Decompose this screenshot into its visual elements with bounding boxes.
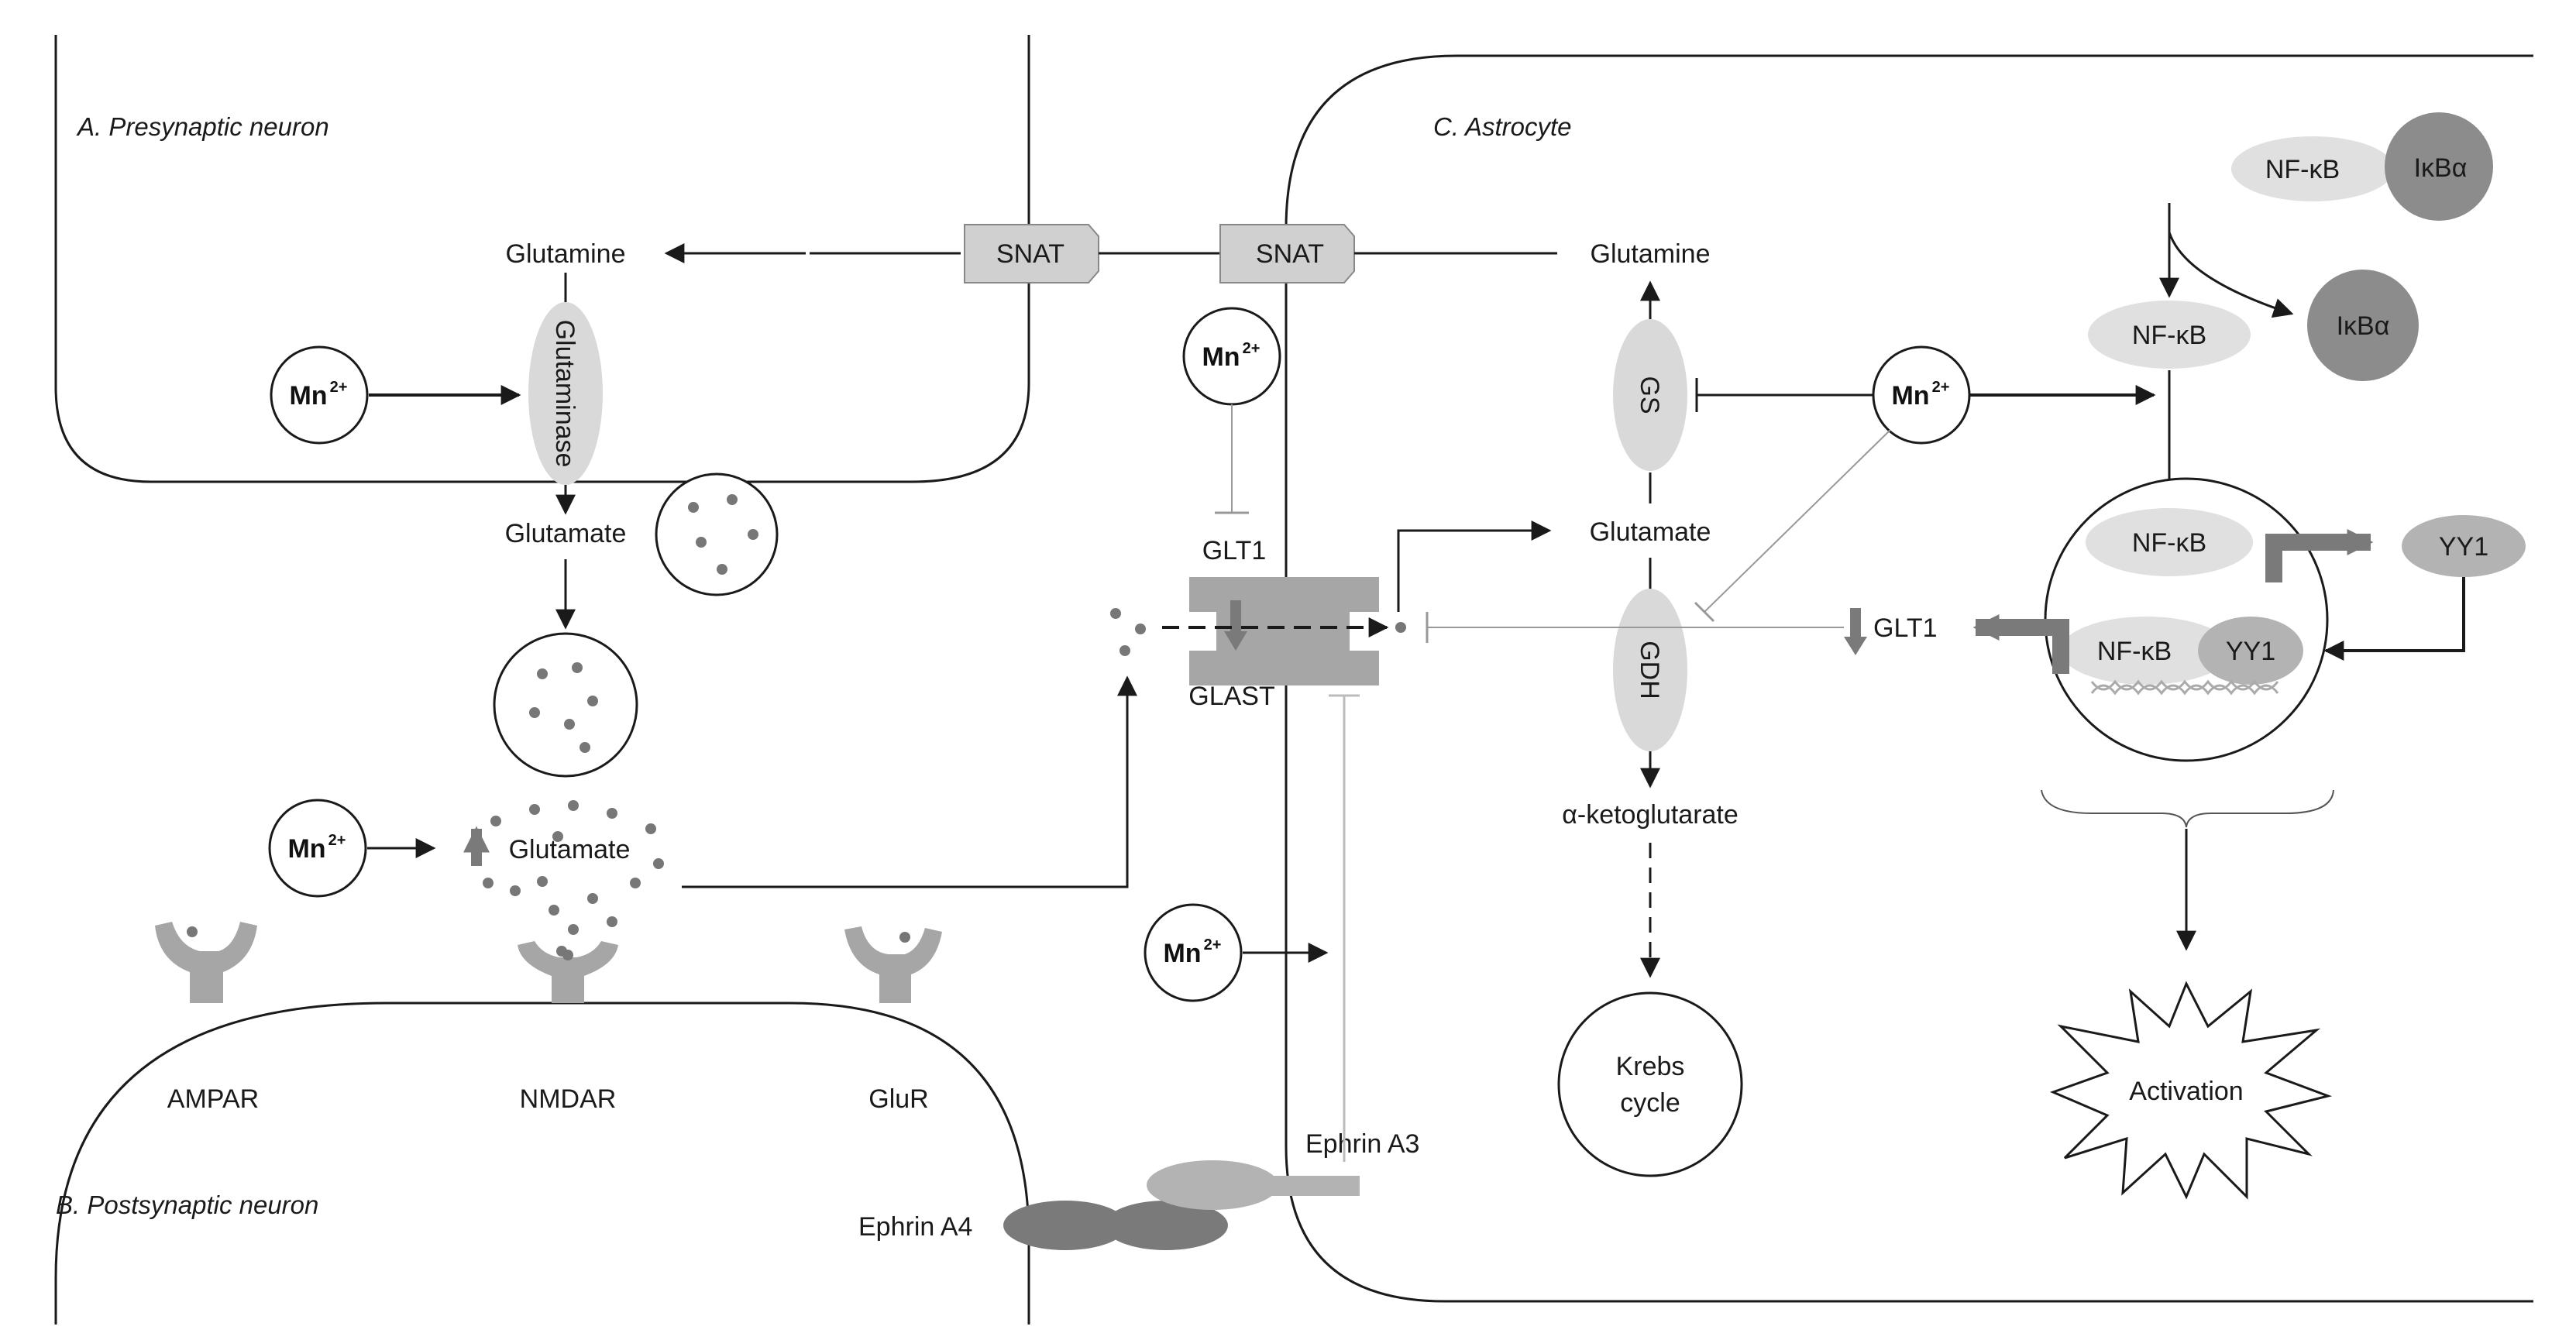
nmdar-label: NMDAR — [520, 1084, 617, 1114]
krebs-cycle: Krebs cycle — [1557, 991, 1743, 1177]
nfkb-nuclear — [2086, 508, 2253, 576]
snat-transporter-left: SNAT — [810, 224, 1099, 283]
yy1-to-nucleus-arrow — [2323, 577, 2465, 661]
synaptic-vesicle-filled — [655, 472, 779, 596]
glutamate-to-transporter-arrow — [682, 675, 1137, 888]
postsynaptic-neuron-membrane — [54, 1002, 1030, 1325]
activation-starburst — [2049, 981, 2333, 1200]
yy1-represses-glt1-arrow — [1972, 614, 2069, 674]
astrocyte-membrane — [1285, 54, 2533, 1303]
gs-enzyme: GS — [1613, 319, 1687, 471]
snat-transporter-right: SNAT — [1219, 224, 1355, 283]
nfkb-free — [2088, 301, 2251, 369]
svg-text:Mn: Mn — [289, 381, 327, 411]
svg-text:2+: 2+ — [330, 379, 348, 396]
glutamate-astro-label: Glutamate — [1590, 517, 1711, 547]
krebs-label-line2: cycle — [1620, 1088, 1680, 1118]
ikba-label-2: IκBα — [2337, 311, 2390, 341]
glutaminase-enzyme: Glutaminase — [528, 302, 603, 485]
snat-left-label: SNAT — [996, 239, 1064, 269]
activation-brace — [2041, 789, 2334, 828]
nfkb-induces-yy1-arrow — [2265, 529, 2374, 582]
glutamate-neuron-label: Glutamate — [505, 519, 627, 548]
ikba-label-1: IκBα — [2414, 153, 2468, 183]
nfkb-label-3: NF-κB — [2132, 528, 2206, 558]
glur-receptor — [844, 926, 942, 1003]
nmdar-receptor — [518, 941, 618, 1003]
extracellular-glutamate-dots — [1110, 608, 1146, 656]
svg-text:Mn: Mn — [287, 834, 325, 864]
ampar-label: AMPAR — [167, 1084, 259, 1114]
mn-ion-presynaptic: Mn 2+ — [270, 345, 369, 445]
mn-ion-ephrin: Mn 2+ — [1144, 903, 1243, 1002]
ephrin-a4-label: Ephrin A4 — [858, 1212, 972, 1242]
mn-inhibits-gdh-bar — [1694, 601, 1715, 623]
intracellular-glutamate-dot — [1395, 622, 1406, 633]
nfkb-label-2: NF-κB — [2132, 321, 2206, 350]
glutamine-neuron-label: Glutamine — [506, 239, 626, 269]
alpha-ketoglutarate-label: α-ketoglutarate — [1562, 800, 1739, 830]
glt1-down-arrow-head — [1844, 637, 1867, 655]
glt1-glast-transporter — [1189, 577, 1379, 685]
gdh-label: GDH — [1635, 641, 1664, 699]
ephrin-a3 — [1147, 1160, 1360, 1210]
svg-text:2+: 2+ — [1204, 936, 1222, 953]
ephrin-a4 — [1003, 1201, 1228, 1250]
section-title-astrocyte: C. Astrocyte — [1433, 112, 1572, 141]
presynaptic-neuron-membrane — [54, 35, 1030, 483]
glutamate-synapse-label: Glutamate — [509, 835, 631, 864]
svg-text:2+: 2+ — [1243, 340, 1260, 357]
nfkb-label-4: NF-κB — [2097, 637, 2172, 666]
ikba-free — [2307, 270, 2419, 381]
mn-inhibits-gdh-line — [1704, 429, 1891, 613]
nfkb-label-1: NF-κB — [2265, 155, 2340, 184]
yy1-label-1: YY1 — [2439, 532, 2488, 562]
section-title-presynaptic: A. Presynaptic neuron — [76, 112, 329, 141]
glast-label: GLAST — [1188, 682, 1274, 711]
snat-right-label: SNAT — [1256, 239, 1324, 269]
glutaminase-label: Glutaminase — [550, 320, 580, 468]
yy1-cytoplasmic — [2402, 515, 2526, 577]
yy1-label-2: YY1 — [2226, 637, 2275, 666]
ikba-release-arrow — [2168, 232, 2294, 318]
activation-label: Activation — [2129, 1077, 2243, 1106]
section-title-postsynaptic: B. Postsynaptic neuron — [56, 1191, 318, 1219]
nfkb-yy1-yy1 — [2198, 617, 2303, 685]
synaptic-vesicle-docking — [493, 632, 638, 778]
glur-label: GluR — [868, 1084, 928, 1114]
ampar-receptor — [155, 922, 257, 1003]
glutamate-to-astro-glutamate-arrow — [1397, 521, 1552, 612]
mn-ion-synaptic: Mn 2+ — [268, 799, 367, 898]
glt1-right-label: GLT1 — [1873, 613, 1938, 643]
gdh-enzyme: GDH — [1613, 589, 1687, 751]
nfkb-ikba-complex — [2231, 112, 2493, 221]
ephrin-a3-label: Ephrin A3 — [1305, 1129, 1419, 1159]
svg-text:Mn: Mn — [1891, 381, 1929, 411]
dna-strand-b — [2090, 684, 2279, 696]
mn-ion-transporter: Mn 2+ — [1182, 307, 1281, 406]
transporter-down-arrow-head — [1224, 631, 1247, 651]
glt1-top-label: GLT1 — [1202, 536, 1267, 565]
released-glutamate-dots — [483, 800, 664, 957]
svg-text:2+: 2+ — [1932, 379, 1950, 396]
svg-text:2+: 2+ — [328, 832, 346, 849]
mn-ion-astrocyte: Mn 2+ — [1872, 345, 1971, 445]
svg-text:Mn: Mn — [1163, 939, 1201, 968]
nfkb-yy1-nfkb — [2061, 617, 2231, 685]
gs-label: GS — [1635, 376, 1664, 414]
svg-text:Mn: Mn — [1202, 342, 1240, 372]
krebs-label-line1: Krebs — [1616, 1052, 1685, 1081]
glutamine-astro-label: Glutamine — [1591, 239, 1711, 269]
